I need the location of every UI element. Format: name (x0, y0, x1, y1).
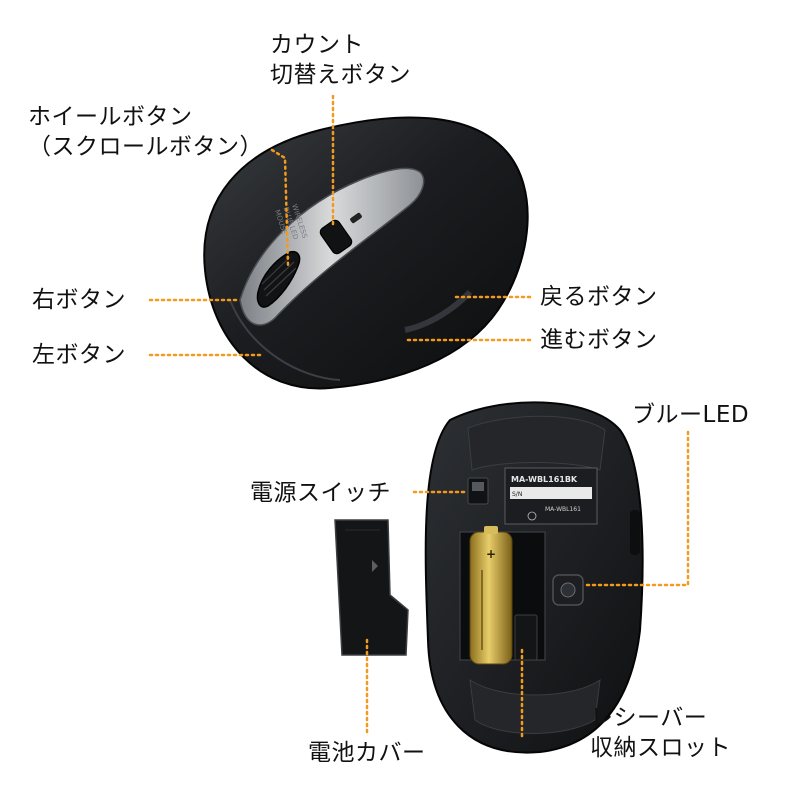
skid-pad-bottom (469, 678, 601, 734)
label-count-switch-line1: カウント (270, 32, 364, 58)
dpi-indicator (350, 212, 362, 224)
mouse-top-seam (229, 299, 341, 381)
product-model-small: MA-WBL161 (545, 506, 581, 513)
dpi-switch-button (319, 219, 353, 255)
leader-wheel-button (270, 148, 290, 267)
scroll-wheel (256, 250, 301, 308)
side-buttons-edge (630, 510, 640, 555)
serial-box (510, 487, 592, 499)
label-forward-button: 進むボタン (540, 327, 658, 353)
label-blue-led: ブルーLED (632, 402, 750, 428)
battery-cover (334, 519, 409, 656)
label-left-button: 左ボタン (32, 342, 126, 368)
label-wheel-button-line1: ホイールボタン (28, 104, 193, 130)
skid-pad-top (467, 415, 606, 471)
label-count-switch-line2: 切替えボタン (270, 62, 411, 88)
leader-blue-led (581, 430, 690, 587)
mouse-bottom-view: MA-WBL161BK S/N MA-WBL161 + (424, 401, 644, 754)
label-wheel-button: ホイールボタン （スクロールボタン） (28, 102, 263, 162)
label-count-switch: カウント 切替えボタン (270, 30, 411, 90)
label-power-switch: 電源スイッチ (250, 480, 391, 506)
sensor-lens-icon (560, 582, 576, 598)
cover-arrow-icon (372, 560, 378, 572)
battery-plus-icon: + (486, 547, 496, 561)
label-right-button: 右ボタン (32, 287, 126, 313)
label-wheel-button-line2: （スクロールボタン） (28, 134, 263, 160)
receiver-slot (514, 614, 538, 661)
cert-mark-icon (527, 511, 537, 521)
side-button-ridge (404, 289, 473, 333)
power-switch-knob (472, 482, 484, 491)
scroll-wheel-ridges (261, 256, 297, 297)
product-model: MA-WBL161BK (511, 475, 578, 484)
battery-terminal (484, 526, 498, 534)
label-receiver-slot-line2: 収納スロット (590, 735, 731, 761)
leader-lines (148, 94, 690, 740)
label-back-button: 戻るボタン (540, 284, 658, 310)
label-receiver-slot: レシーバー 収納スロット (590, 703, 731, 763)
label-receiver-slot-line1: レシーバー (590, 705, 708, 731)
label-battery-cover: 電池カバー (308, 740, 426, 766)
serial-label: S/N (512, 491, 522, 498)
